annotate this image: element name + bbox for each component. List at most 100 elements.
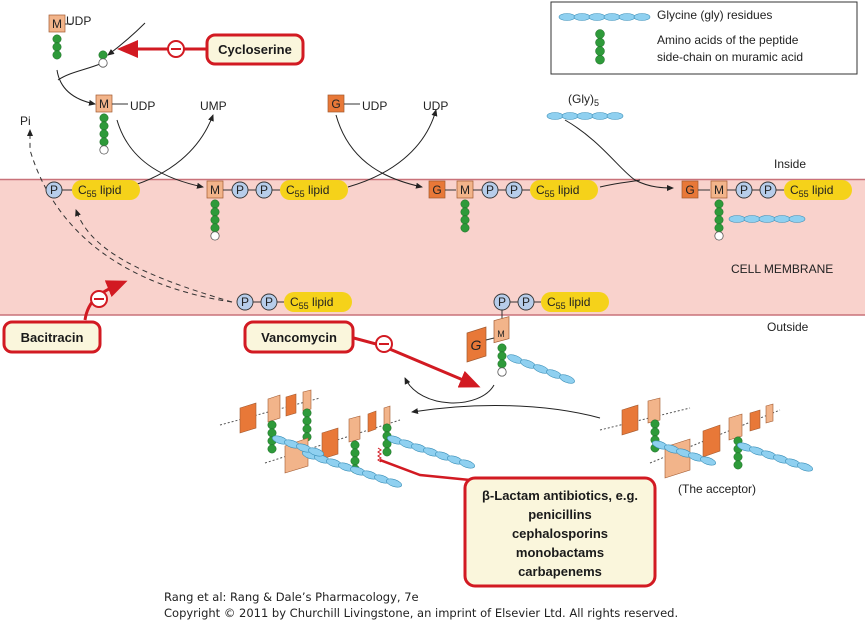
muramic-acid-sugar: M: [206, 180, 224, 199]
wall-sugar: [647, 397, 661, 424]
vancomycin-label: Vancomycin: [261, 330, 337, 345]
glycine-chain: [728, 215, 806, 223]
legend-amino-label-line1: Amino acids of the peptide: [657, 33, 799, 47]
svg-text:M: M: [497, 329, 505, 339]
svg-text:P: P: [50, 183, 58, 197]
pentaglycine: [546, 112, 624, 120]
glucosamine-sugar: G: [681, 180, 699, 199]
footer-citation: Rang et al: Rang & Dale’s Pharmacology, …: [164, 590, 419, 604]
amino-acid-chain: [497, 343, 507, 377]
wall-sugar: [749, 409, 761, 432]
amino-acid-residue: [595, 46, 605, 56]
c55-lipid-carrier: C55 lipid: [280, 180, 348, 200]
amino-acid-residue: [210, 199, 220, 209]
udp-label-1: UDP: [66, 14, 91, 28]
amino-acid-residue: [460, 207, 470, 217]
muramic-acid-sugar: [493, 316, 510, 344]
glycine-residue: [588, 13, 606, 21]
amino-acid-residue: [595, 37, 605, 48]
amino-acid-residue: [52, 50, 62, 60]
amino-acid-residue: [98, 50, 108, 60]
phosphate-group: P: [517, 293, 535, 311]
vancomycin-minus-icon: [375, 335, 393, 353]
muramic-acid-sugar: M: [95, 94, 113, 113]
bacitracin-label: Bacitracin: [21, 330, 84, 345]
phosphate-group: P: [45, 181, 63, 199]
amino-acid-residue: [52, 42, 62, 52]
pi-label: Pi: [20, 114, 31, 128]
amino-acid-residue: [267, 444, 277, 454]
ump-label: UMP: [200, 99, 227, 113]
bacitracin-box[interactable]: Bacitracin: [2, 320, 102, 354]
amino-acid-residue: [460, 199, 470, 209]
svg-text:P: P: [764, 183, 772, 197]
glycine-chain: [302, 450, 402, 488]
glycine-residue: [591, 112, 609, 120]
amino-acid-residue: [497, 343, 507, 353]
amino-acid-residue: [595, 29, 605, 39]
amino-acid-residue: [382, 423, 392, 433]
svg-text:G: G: [471, 337, 482, 353]
amino-acid-residue: [650, 427, 660, 437]
amino-acid-residue: [497, 351, 507, 361]
legend: Glycine (gly) residues Amino acids of th…: [550, 1, 858, 75]
udp-muramyl-tripeptide: M: [48, 14, 72, 60]
svg-text:M: M: [99, 97, 109, 111]
arrow-to-m-pp-lipid: [116, 119, 204, 189]
arrow-gly5-in: [564, 119, 674, 191]
glycine-chain: [558, 13, 651, 21]
c55-lipid-carrier: C55 lipid: [784, 180, 852, 200]
amino-acid-residue: [733, 452, 743, 462]
glycine-residue: [576, 112, 594, 120]
amino-acid-residue: [302, 416, 312, 426]
amino-acid-residue: [350, 456, 360, 466]
amino-acid-chain: [733, 436, 743, 470]
glycine-residue: [308, 447, 324, 457]
amino-acid-residue: [210, 215, 220, 225]
bond: [485, 337, 495, 341]
svg-text:P: P: [241, 295, 249, 309]
cycloserine-minus-icon: [167, 40, 185, 58]
legend-amino-label-line2: side-chain on muramic acid: [657, 50, 803, 64]
vancomycin-box[interactable]: Vancomycin: [243, 320, 355, 354]
udp-label-3: UDP: [362, 99, 387, 113]
glycine-residue: [558, 13, 576, 21]
gly5-label: (Gly)5: [568, 92, 599, 108]
amino-acid-residue: [210, 223, 220, 233]
wall-sugar: [267, 394, 281, 423]
vancomycin-inhibit-arrow: [349, 335, 481, 388]
glycine-residue: [618, 13, 636, 21]
amino-acid-residue: [302, 408, 312, 418]
beta-lactam-box[interactable]: β-Lactam antibiotics, e.g. penicillins c…: [463, 476, 657, 588]
glycine-chain: [272, 435, 324, 457]
glycine-residue: [633, 13, 651, 21]
arrow-to-acceptor: [411, 405, 601, 419]
outside-label: Outside: [767, 320, 809, 334]
legend-glycine-icon: [558, 13, 651, 21]
inside-label: Inside: [774, 157, 806, 171]
udp-label-4: UDP: [423, 99, 448, 113]
phosphate-group: P: [481, 181, 499, 199]
amino-acid-residue: [460, 215, 470, 225]
footer-copyright: Copyright © 2011 by Churchill Livingston…: [164, 606, 679, 620]
amino-acid-chain: [99, 113, 109, 155]
lipid-recycling-arrows: [27, 129, 233, 303]
svg-text:C55 lipid: C55 lipid: [790, 183, 833, 199]
amino-acid-residue: [733, 460, 743, 470]
glycine-chain: [737, 442, 813, 472]
amino-acid-residue: [714, 223, 724, 233]
terminal-d-alanine: [210, 231, 220, 241]
glycine-residue: [758, 215, 776, 223]
wall-sugar: [621, 404, 639, 436]
c55-lipid-carrier: C55 lipid: [284, 292, 352, 312]
phosphate-group: P: [255, 181, 273, 199]
glycine-residue: [561, 112, 579, 120]
cycloserine-box[interactable]: Cycloserine: [205, 33, 305, 66]
terminal-d-alanine: [98, 58, 108, 68]
glycine-residue: [546, 112, 564, 120]
wall-sugar: [321, 427, 339, 460]
wall-sugar: [302, 389, 312, 412]
svg-text:P: P: [498, 295, 506, 309]
